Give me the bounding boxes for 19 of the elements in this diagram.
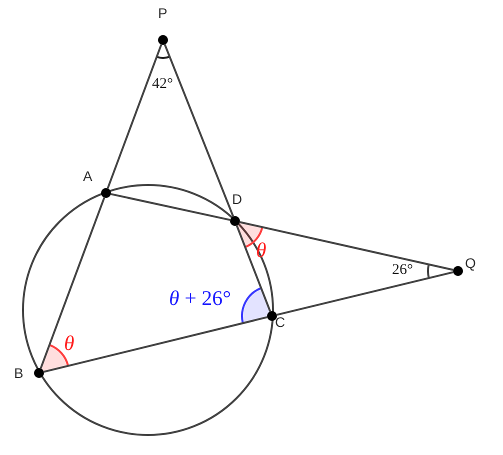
point-label: A	[83, 169, 92, 183]
point-label: Q	[465, 256, 476, 270]
line-segment	[236, 225, 272, 312]
point-label: B	[14, 366, 24, 380]
line-segment	[44, 316, 268, 373]
angle-label: 42°	[152, 77, 173, 92]
point-label: P	[158, 6, 168, 20]
angle-label: θ	[64, 333, 74, 354]
angle-label: θ	[256, 240, 266, 261]
angle-label: 26°	[392, 263, 413, 278]
line-segment	[40, 197, 106, 369]
line-segment	[240, 221, 454, 271]
angle-label: θ + 26°	[169, 288, 232, 309]
line-segment	[276, 271, 454, 316]
point-label: C	[275, 315, 286, 329]
line-segment	[106, 44, 162, 189]
line-segment	[110, 193, 230, 221]
line-segment	[164, 44, 234, 217]
point-label: D	[232, 192, 242, 206]
